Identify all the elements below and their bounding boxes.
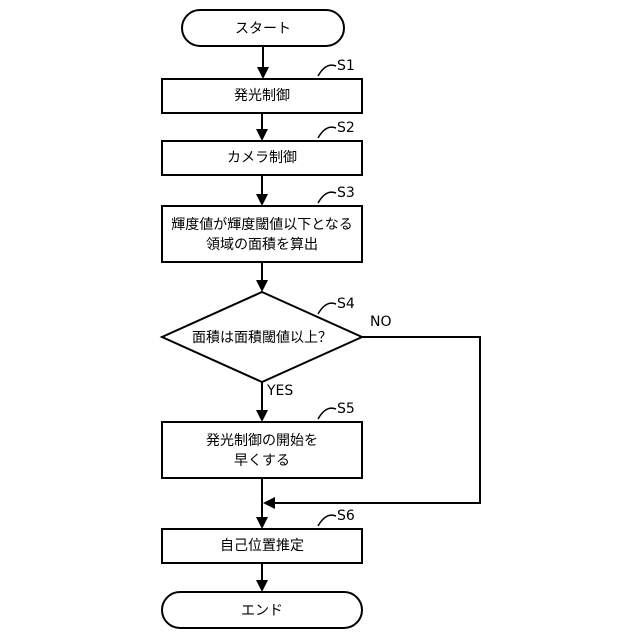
- arrow-s2-to-s3: [256, 175, 268, 206]
- s5-text-line2: 早くする: [234, 453, 290, 469]
- s5-text-line1: 発光制御の開始を: [206, 433, 318, 449]
- process-box-s5: 発光制御の開始を 早くする: [162, 422, 362, 478]
- s4-id: S4: [337, 296, 355, 312]
- s6-text: 自己位置推定: [220, 538, 304, 554]
- arrow-s3-to-s4: [256, 262, 268, 292]
- process-box-s2: カメラ制御: [162, 141, 362, 175]
- s5-id: S5: [337, 401, 355, 417]
- process-box-s6: 自己位置推定: [162, 529, 362, 563]
- s2-text: カメラ制御: [227, 150, 297, 166]
- start-terminal: スタート: [182, 10, 344, 46]
- process-box-s1: 発光制御: [162, 79, 362, 113]
- s3-id: S3: [337, 185, 355, 201]
- step-label-s1: S1: [318, 58, 355, 76]
- end-terminal: エンド: [162, 592, 362, 628]
- step-label-s3: S3: [318, 185, 355, 203]
- s6-id: S6: [337, 508, 355, 524]
- s3-text-line1: 輝度値が輝度閾値以下となる: [171, 217, 353, 233]
- step-label-s5: S5: [318, 401, 355, 419]
- start-label: スタート: [235, 21, 291, 37]
- s3-text-line2: 領域の面積を算出: [206, 236, 318, 253]
- s1-text: 発光制御: [234, 88, 290, 104]
- arrow-s1-to-s2: [256, 113, 268, 141]
- no-label: NO: [370, 314, 392, 330]
- s1-id: S1: [337, 58, 355, 74]
- yes-label: YES: [266, 383, 293, 399]
- s4-text: 面積は面積閾値以上？: [192, 330, 332, 346]
- step-label-s2: S2: [318, 120, 355, 138]
- arrow-s6-to-end: [256, 563, 268, 592]
- process-box-s3: 輝度値が輝度閾値以下となる 領域の面積を算出: [162, 206, 362, 262]
- step-label-s4: S4: [318, 296, 355, 314]
- s2-id: S2: [337, 120, 355, 136]
- decision-diamond-s4: 面積は面積閾値以上？: [162, 292, 362, 382]
- end-label: エンド: [241, 603, 283, 619]
- arrow-start-to-s1: [257, 46, 269, 79]
- step-label-s6: S6: [318, 508, 355, 526]
